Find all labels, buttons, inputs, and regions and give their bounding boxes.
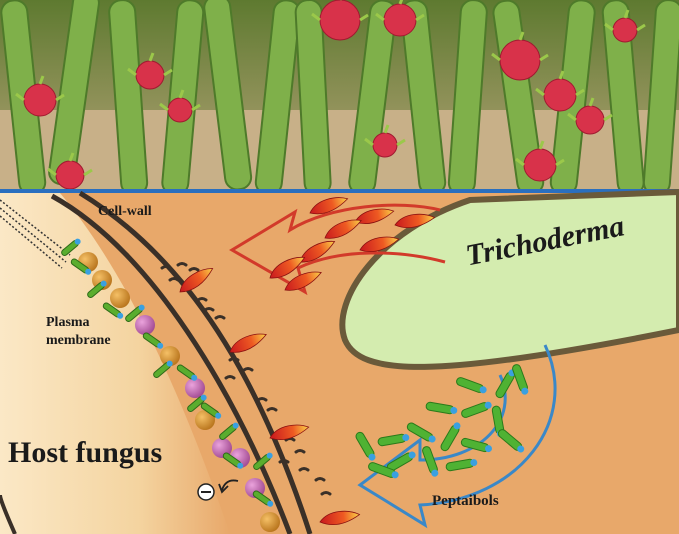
peptaibol-molecule	[497, 429, 525, 453]
dragon-fruit	[383, 3, 417, 37]
membrane-channel	[187, 394, 207, 412]
membrane-channel	[125, 304, 145, 322]
enzyme-molecule	[324, 219, 362, 239]
peptaibol-molecule	[445, 458, 478, 472]
dragon-fruit	[543, 78, 577, 112]
dragon-fruit	[612, 17, 638, 43]
enzyme-molecule	[179, 268, 214, 293]
enzyme-molecule	[229, 333, 267, 353]
membrane-channel	[200, 402, 222, 419]
membrane-channel	[253, 452, 273, 470]
peptaibol-molecule	[377, 433, 410, 447]
wall-fragment	[176, 262, 188, 267]
enzyme-molecule	[269, 256, 306, 279]
peptaibol-molecule	[512, 364, 529, 395]
lipid-orange	[160, 346, 180, 366]
hydrolytic-enzymes	[179, 197, 436, 526]
dragon-fruit	[167, 97, 193, 123]
wall-fragment	[188, 267, 200, 272]
dragon-fruit	[23, 83, 57, 117]
membrane-channel	[153, 360, 173, 378]
host-cytoplasm	[0, 193, 230, 534]
enzyme-molecule	[299, 240, 336, 263]
wall-fragment	[224, 375, 236, 380]
membrane-channel	[219, 422, 239, 440]
enzyme-molecule	[354, 208, 395, 224]
enzyme-molecule	[359, 236, 400, 252]
enzyme-molecule	[309, 197, 349, 215]
wall-fragment	[196, 297, 208, 302]
dragon-fruit	[372, 132, 398, 158]
wall-fragment	[298, 467, 310, 472]
peptaibol-molecule	[355, 431, 376, 461]
peptaibol-molecule	[368, 462, 399, 479]
wall-fragment	[160, 265, 172, 270]
enzyme-molecule	[269, 424, 310, 440]
peptaibols-label: Peptaibols	[432, 493, 499, 509]
membrane-channel	[61, 238, 81, 256]
cell-wall-outer	[78, 190, 313, 534]
membrane-channel	[87, 280, 107, 298]
dragon-fruit	[523, 148, 557, 182]
inner-membrane-edge	[0, 494, 17, 534]
enzyme-molecule	[284, 271, 322, 291]
wall-fragment	[242, 367, 254, 372]
peptaibol-molecule	[425, 401, 458, 415]
wall-fragment	[266, 407, 278, 412]
wall-fragment	[256, 397, 268, 402]
lipid-pink	[185, 378, 205, 398]
peptaibol-molecule	[440, 422, 461, 452]
dragon-fruit	[135, 60, 165, 90]
enzyme-molecule	[319, 510, 361, 526]
lipid-pink	[135, 315, 155, 335]
ion-flow-arrow	[221, 479, 239, 491]
wall-fragment	[294, 449, 306, 454]
membrane-channel	[252, 490, 274, 507]
enzyme-molecule	[394, 213, 436, 229]
membrane-channel	[222, 452, 244, 469]
peptaibol-molecule	[422, 446, 439, 477]
cell-wall-inner	[50, 193, 293, 534]
membrane-channel	[142, 332, 164, 349]
dotted-lines	[0, 199, 71, 269]
dragon-fruit	[319, 0, 361, 41]
panel-divider	[0, 189, 679, 193]
minus-circle-icon	[197, 483, 215, 501]
wall-fragment	[228, 357, 240, 362]
lipid-orange	[195, 410, 215, 430]
host-fungus-label: Host fungus	[8, 436, 163, 469]
dragon-fruit	[499, 39, 541, 81]
peptaibol-molecule	[456, 377, 487, 394]
peptaibol-molecule	[406, 422, 436, 443]
lipid-orange	[110, 288, 130, 308]
wall-fragment	[320, 491, 332, 496]
plasma-membrane-label-line1: Plasma	[46, 315, 90, 330]
peptaibol-molecule	[495, 369, 516, 399]
plasma-membrane-label: Plasma membrane	[46, 314, 136, 350]
wall-fragments	[160, 262, 332, 496]
cell-wall-label: Cell-wall	[98, 204, 152, 219]
enzyme-secretion-arrow	[229, 203, 446, 296]
plasma-membrane-label-line2: membrane	[46, 333, 111, 348]
wall-fragment	[314, 477, 326, 482]
lipid-orange	[260, 512, 280, 532]
peptaibol-molecules	[355, 364, 529, 479]
dragon-fruit	[575, 105, 605, 135]
membrane-channel	[102, 302, 124, 319]
dragon-fruit-photo	[0, 0, 679, 196]
membrane-channel	[176, 364, 198, 381]
dragon-fruit	[55, 160, 85, 190]
peptaibol-molecule	[461, 401, 492, 418]
wall-fragment	[203, 307, 215, 312]
interaction-diagram	[0, 188, 679, 534]
wall-fragment	[214, 315, 226, 320]
peptaibol-molecule	[460, 437, 493, 453]
wall-fragment	[278, 459, 290, 464]
membrane-lipids	[61, 238, 280, 532]
membrane-channel	[70, 258, 92, 275]
wall-fragment	[168, 277, 180, 282]
